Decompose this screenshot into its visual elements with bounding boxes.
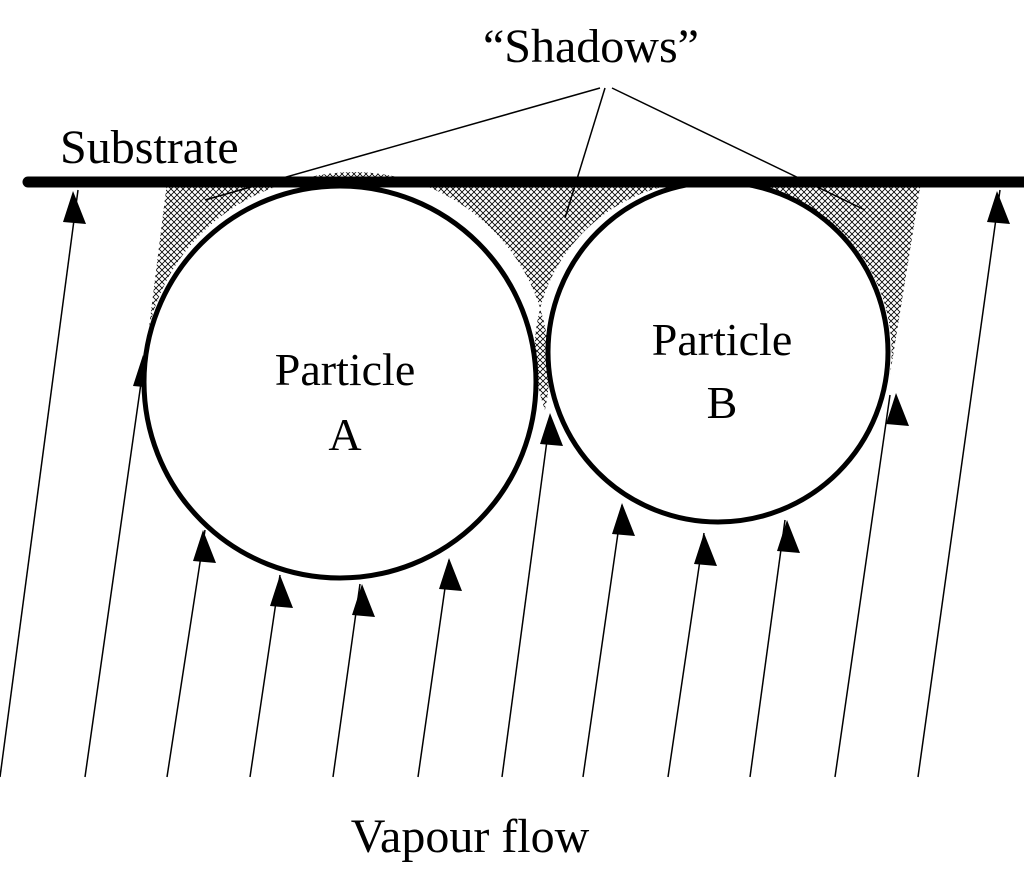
vapour-line (84, 354, 146, 778)
callout-line (611, 87, 866, 211)
vapour-line (667, 532, 705, 778)
shadow-region-right (718, 181, 921, 375)
arrowhead (63, 191, 86, 224)
arrowhead (987, 191, 1010, 224)
vapour-line (917, 189, 1001, 778)
vapour-line (417, 559, 450, 778)
callout-line (204, 87, 601, 201)
shadow-region-left (144, 182, 292, 368)
vapour-line (0, 189, 79, 778)
vapour-line (249, 574, 281, 778)
arrowhead (886, 393, 909, 426)
arrowhead (612, 503, 635, 536)
arrowhead (439, 558, 462, 591)
vapour-line (834, 394, 891, 778)
arrowhead (352, 584, 375, 617)
particle-a-label: Particle (275, 344, 416, 395)
vapour-line (501, 417, 551, 778)
vapour-line (582, 504, 623, 778)
arrowhead (193, 530, 216, 563)
shadow-regions (144, 172, 921, 410)
particle-b-letter: B (707, 377, 738, 428)
substrate-label: Substrate (60, 121, 239, 174)
vapour-flow-label: Vapour flow (351, 810, 590, 863)
arrowhead (694, 533, 717, 566)
shadows-label: “Shadows” (483, 20, 699, 73)
vapour-flow-lines (0, 189, 1001, 778)
shadows-callout-lines (204, 87, 866, 219)
vapour-line (749, 519, 786, 778)
arrowhead (270, 575, 293, 608)
vapour-line (332, 583, 361, 778)
vapour-arrowheads (63, 191, 1010, 617)
arrowhead (777, 520, 800, 553)
particle-b-label: Particle (652, 314, 793, 365)
vapour-line (166, 529, 206, 778)
callout-line (564, 87, 606, 219)
shadow-region-middle (292, 172, 718, 410)
particle-a-letter: A (328, 409, 361, 460)
arrowhead (540, 413, 563, 446)
